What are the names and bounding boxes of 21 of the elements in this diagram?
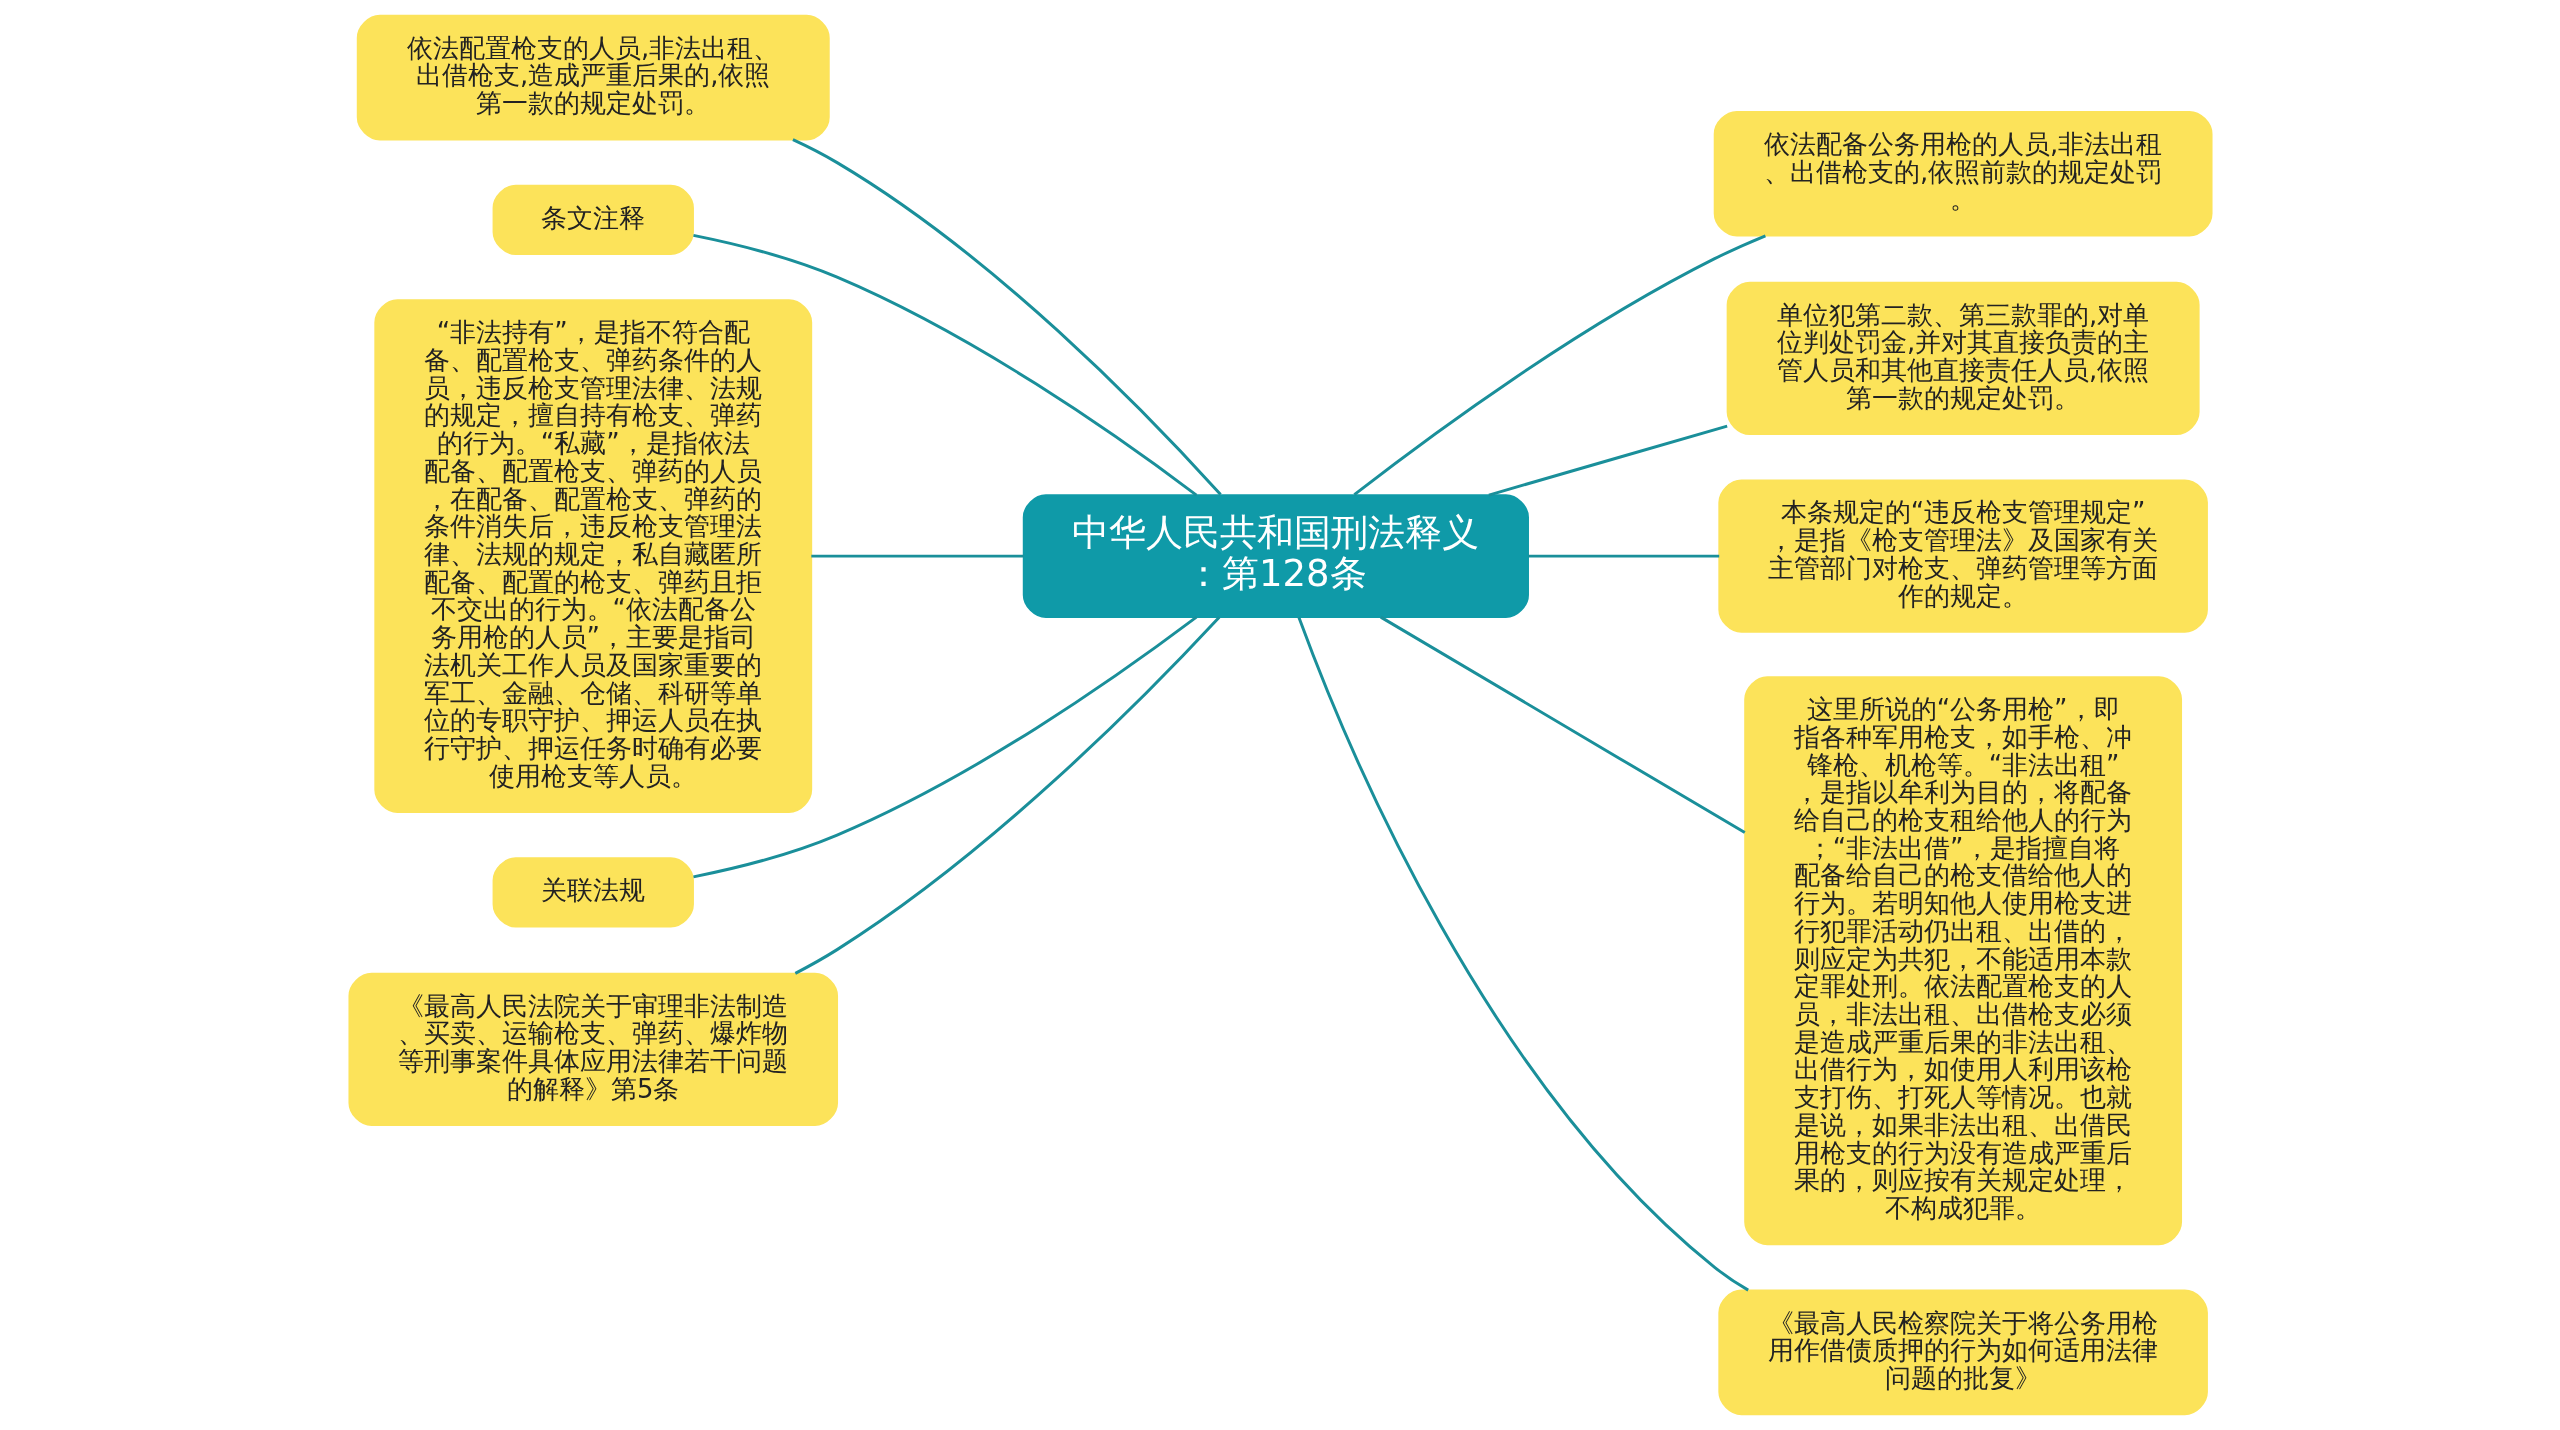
node-box: 这里所说的“公务用枪”，即指各种军用枪支，如手枪、冲锋枪、机枪等。“非法出租”，是指以牟利为目的，将配备给自己的枪支租给他人的行为；“非法出借”，是指擅自将配备给自己的枪支借给他人的行为。若明知他人使用枪支进行犯罪活动仍出租、出借的，则应定为共犯，不能适用本款定罪处刑。依法配置枪支的人员，非法出租、出借枪支必须是造成严重后果的非法出租、出借行为，如使用人利用该枪支打伤、打死人等情况。也就是说，如果非法出租、出借民用枪支的行为没有造成严重后果的，则应按有关规定处理，不构成犯罪。	[1743, 676, 2182, 1246]
connector	[810, 554, 1024, 558]
connector	[1352, 234, 1766, 496]
connector	[1379, 615, 1746, 834]
node-box: 《最高人民检察院关于将公务用枪用作借债质押的行为如何适用法律问题的批复》	[1717, 1289, 2208, 1416]
connector	[1296, 616, 1749, 1292]
node-box: 中华人民共和国刑法释义：第128条	[1022, 494, 1529, 618]
node-box: 关联法规	[492, 857, 694, 928]
node-box: 条文注释	[492, 184, 694, 255]
node-box: 单位犯第二款、第三款罪的,对单位判处罚金,并对其直接负责的主管人员和其他直接责任人员,依照第一款的规定处罚。	[1726, 281, 2200, 436]
node-box: 本条规定的“违反枪支管理规定”，是指《枪支管理法》及国家有关主管部门对枪支、弹药管理等方面作的规定。	[1717, 479, 2208, 633]
connector	[791, 138, 1222, 496]
connector	[692, 616, 1197, 879]
node-box: “非法持有”，是指不符合配备、配置枪支、弹药条件的人员，违反枪支管理法律、法规的规定，擅自持有枪支、弹药的行为。“私藏”，是指依法配备、配置枪支、弹药的人员，在配备、配置枪支、弹药的条件消失后，违反枪支管理法律、法规的规定，私自藏匿所配备、配置的枪支、弹药且拒不交出的行为。“依法配备公务用枪的人员”，主要是指司法机关工作人员及国家重要的军工、金融、仓储、科研等单位的专职守护、押运人员在执行守护、押运任务时确有必要使用枪支等人员。	[373, 299, 812, 813]
connector	[794, 616, 1220, 975]
node-box: 依法配备公务用枪的人员,非法出租、出借枪支的,依照前款的规定处罚。	[1713, 110, 2213, 237]
connector	[1487, 424, 1728, 497]
node-box: 《最高人民法院关于审理非法制造、买卖、运输枪支、弹药、爆炸物等刑事案件具体应用法律若干问题的解释》第5条	[347, 972, 838, 1127]
node-box: 依法配置枪支的人员,非法出租、出借枪支,造成严重后果的,依照第一款的规定处罚。	[356, 14, 830, 141]
connector	[692, 233, 1197, 497]
connector	[1527, 554, 1719, 558]
